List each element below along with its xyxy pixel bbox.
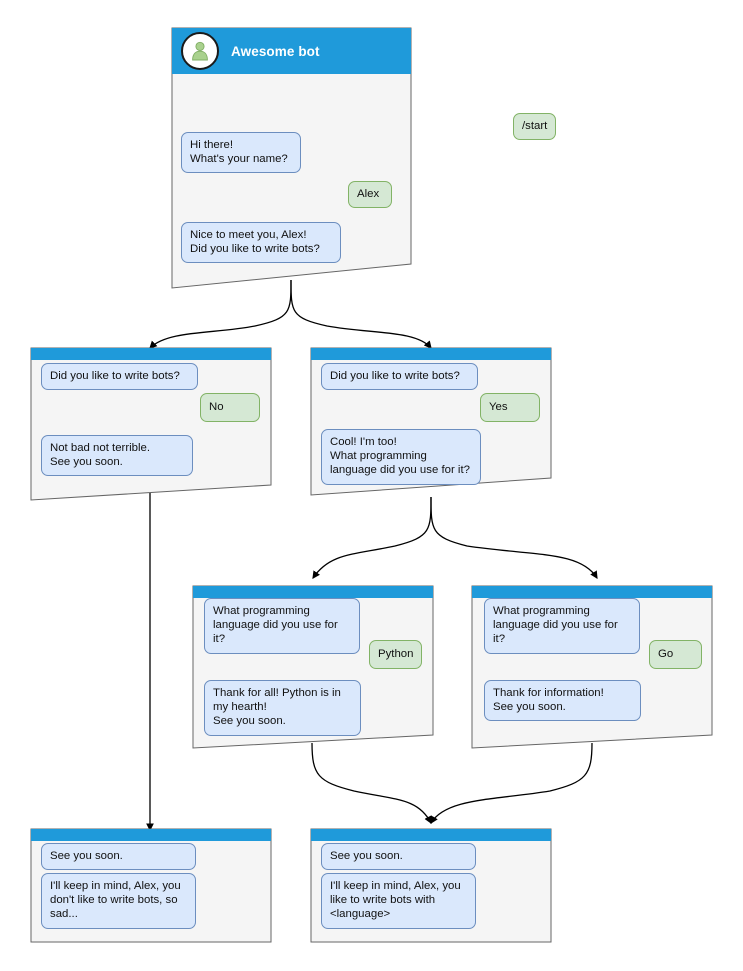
message-bubble-bot: I'll keep in mind, Alex, you don't like … [41,873,196,929]
message-bubble-user: Python [369,640,422,669]
edge-yes-to-go [430,496,598,579]
message-bubble-bot: Did you like to write bots? [321,363,478,391]
message-bubble-bot: Nice to meet you, Alex! Did you like to … [181,222,341,264]
message-bubble-bot: What programming language did you use fo… [204,598,360,654]
node-python-branch[interactable]: What programming language did you use fo… [188,580,438,758]
message-bubble-bot: I'll keep in mind, Alex, you like to wri… [321,873,476,929]
message-bubble-bot: What programming language did you use fo… [484,598,640,654]
message-bubble-bot: Thank for information! See you soon. [484,680,641,722]
person-icon [192,41,208,61]
node-go-branch[interactable]: What programming language did you use fo… [468,580,718,758]
message-bubble-user: Yes [480,393,540,422]
message-bubble-bot: Cool! I'm too! What programming language… [321,429,481,485]
message-bubble-user: Go [649,640,702,669]
message-bubble-user: No [200,393,260,422]
message-bubble-user: Alex [348,181,392,209]
message-bubble-bot: Did you like to write bots? [41,363,198,391]
message-bubble-bot: Thank for all! Python is in my hearth! S… [204,680,361,736]
message-bubble-bot: Not bad not terrible. See you soon. [41,435,193,477]
message-bubble-bot: Hi there! What's your name? [181,132,301,174]
message-bubble-bot: See you soon. [41,843,196,871]
edge-yes-to-python [312,496,432,579]
node-end-sad[interactable]: See you soon. I'll keep in mind, Alex, y… [25,825,275,945]
node-end-happy[interactable]: See you soon. I'll keep in mind, Alex, y… [305,825,555,945]
node-yes-branch[interactable]: Did you like to write bots? Yes Cool! I'… [305,345,555,505]
node-start[interactable]: Awesome bot /start Hi there! What's your… [165,22,557,297]
bot-name-label: Awesome bot [231,43,320,59]
node-no-branch[interactable]: Did you like to write bots? No Not bad n… [25,345,275,505]
node-start-titlebar: Awesome bot [172,28,411,74]
message-bubble-user: /start [513,113,557,141]
message-bubble-bot: See you soon. [321,843,476,871]
avatar [181,32,219,70]
